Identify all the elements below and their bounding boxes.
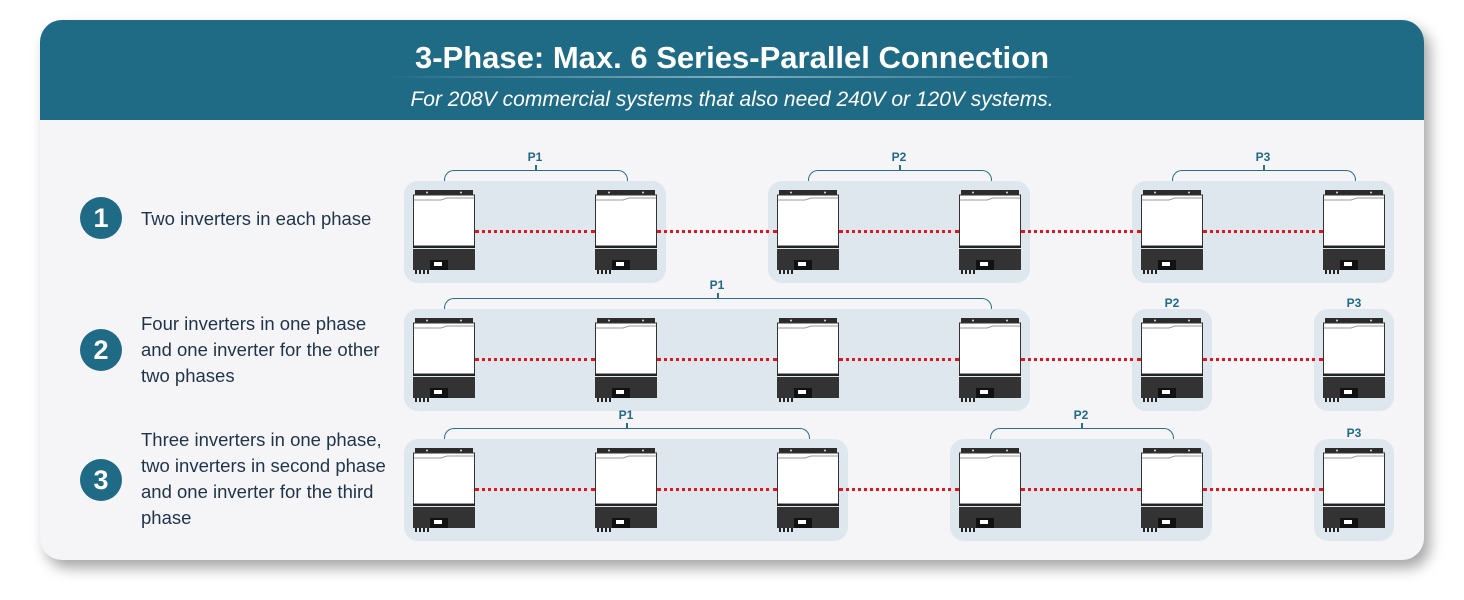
inverter-icon: [1323, 448, 1385, 532]
phase-bracket: [444, 298, 992, 309]
connection-line: [475, 488, 595, 491]
description-line: Three inverters in one phase,: [141, 429, 382, 450]
header-banner: 3-Phase: Max. 6 Series-Parallel Connecti…: [40, 20, 1424, 120]
phase-bracket: [1172, 170, 1356, 181]
inverter-icon: [1323, 190, 1385, 274]
phase-bracket: [990, 428, 1174, 439]
inverter-icon: [959, 448, 1021, 532]
inverter-icon: [1141, 318, 1203, 402]
phase-label: P1: [618, 408, 634, 422]
inverter-icon: [1323, 318, 1385, 402]
phase-label: P2: [1164, 296, 1180, 310]
phase-bracket-tick: [717, 293, 719, 298]
step-number-badge: 2: [80, 329, 122, 371]
title-underline: [380, 76, 1084, 78]
phase-bracket-tick: [1081, 423, 1083, 428]
description-line: two inverters in second phase: [141, 455, 386, 476]
description-line: and one inverter for the other: [141, 339, 380, 360]
phase-bracket: [444, 170, 628, 181]
connection-line: [657, 358, 777, 361]
phase-bracket-tick: [1263, 165, 1265, 170]
inverter-icon: [959, 190, 1021, 274]
phase-label: P2: [891, 150, 907, 164]
inverter-icon: [413, 190, 475, 274]
inverter-icon: [777, 448, 839, 532]
connection-line: [657, 230, 777, 233]
connection-line: [839, 488, 959, 491]
configuration-description: Four inverters in one phase and one inver…: [141, 311, 380, 389]
connection-line: [839, 230, 959, 233]
connection-line: [1203, 230, 1323, 233]
connection-line: [1203, 488, 1323, 491]
configuration-description: Three inverters in one phase, two inverte…: [141, 427, 386, 531]
phase-bracket-tick: [626, 423, 628, 428]
description-line: Four inverters in one phase: [141, 313, 367, 334]
inverter-icon: [595, 448, 657, 532]
phase-label: P2: [1073, 408, 1089, 422]
phase-label: P3: [1255, 150, 1271, 164]
inverter-icon: [413, 318, 475, 402]
inverter-icon: [959, 318, 1021, 402]
inverter-icon: [595, 190, 657, 274]
phase-bracket: [808, 170, 992, 181]
phase-bracket-tick: [535, 165, 537, 170]
inverter-icon: [595, 318, 657, 402]
phase-label: P1: [527, 150, 543, 164]
connection-line: [475, 230, 595, 233]
connection-line: [657, 488, 777, 491]
phase-label: P1: [709, 278, 725, 292]
step-number-badge: 3: [80, 459, 122, 501]
diagram-card: 3-Phase: Max. 6 Series-Parallel Connecti…: [40, 20, 1424, 560]
inverter-icon: [777, 190, 839, 274]
connection-line: [1203, 358, 1323, 361]
configuration-description: Two inverters in each phase: [141, 206, 371, 232]
connection-line: [1021, 230, 1141, 233]
connection-line: [839, 358, 959, 361]
description-line: phase: [141, 507, 192, 528]
phase-bracket: [444, 428, 810, 439]
connection-line: [1021, 358, 1141, 361]
connection-line: [475, 358, 595, 361]
phase-label: P3: [1346, 426, 1362, 440]
description-line: Two inverters in each phase: [141, 208, 372, 229]
phase-bracket-tick: [899, 165, 901, 170]
description-line: two phases: [141, 365, 235, 386]
phase-label: P3: [1346, 296, 1362, 310]
inverter-icon: [777, 318, 839, 402]
page-title: 3-Phase: Max. 6 Series-Parallel Connecti…: [414, 40, 1050, 75]
description-line: and one inverter for the third: [141, 481, 374, 502]
page-subtitle: For 208V commercial systems that also ne…: [410, 88, 1054, 111]
inverter-icon: [1141, 190, 1203, 274]
connection-line: [1021, 488, 1141, 491]
inverter-icon: [413, 448, 475, 532]
inverter-icon: [1141, 448, 1203, 532]
step-number-badge: 1: [80, 197, 122, 239]
